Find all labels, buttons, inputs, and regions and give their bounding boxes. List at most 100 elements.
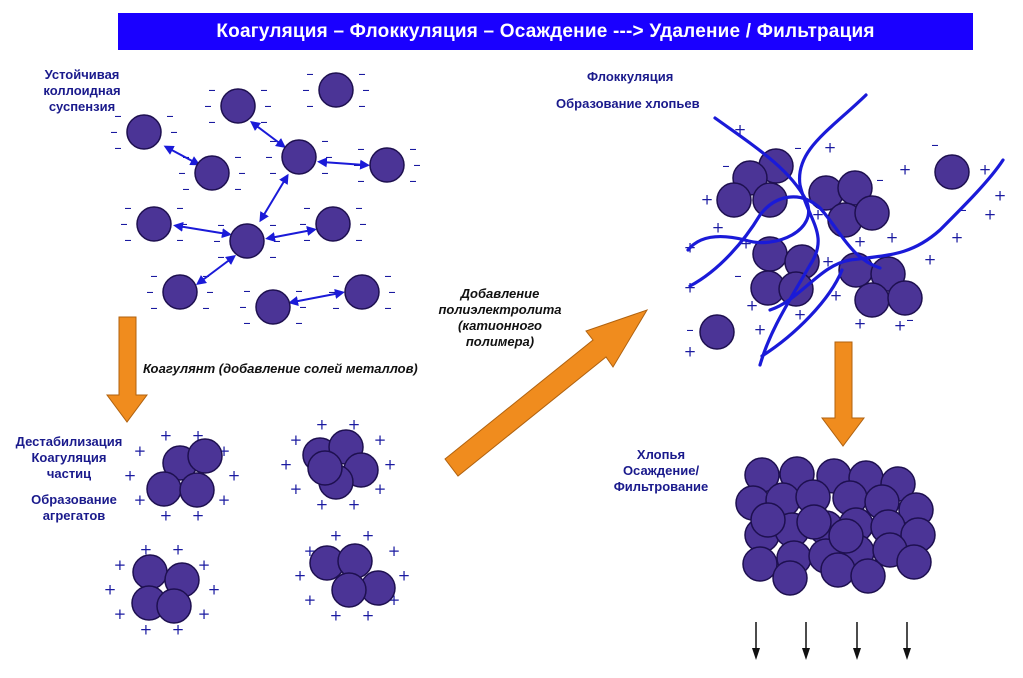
positive-charge: + xyxy=(684,343,697,361)
destabilization-line2: Коагуляция xyxy=(31,450,107,465)
floc-settling-line3: Фильтрование xyxy=(613,479,709,494)
negative-charge: – xyxy=(166,139,174,157)
positive-charge: + xyxy=(290,431,303,449)
negative-charge: – xyxy=(182,180,190,198)
negative-charge: – xyxy=(722,157,730,175)
negative-charge: – xyxy=(208,113,216,131)
negative-charge: – xyxy=(269,164,277,182)
positive-charge: + xyxy=(374,431,387,449)
particle xyxy=(187,438,223,474)
negative-charge: – xyxy=(243,282,251,300)
particles-layer xyxy=(126,72,970,624)
positive-charge: + xyxy=(172,541,185,559)
negative-charge: – xyxy=(306,65,314,83)
repulsion-arrows xyxy=(163,121,370,306)
negative-charge: – xyxy=(409,172,417,190)
positive-charge: + xyxy=(228,467,241,485)
positive-charge: + xyxy=(388,542,401,560)
positive-charge: + xyxy=(754,321,767,339)
particle xyxy=(162,274,198,310)
negative-charge: – xyxy=(359,215,367,233)
particle xyxy=(344,274,380,310)
negative-charge: – xyxy=(202,299,210,317)
positive-charge: + xyxy=(172,620,185,638)
negative-charge: – xyxy=(299,215,307,233)
particle xyxy=(318,72,354,108)
positive-charge: + xyxy=(794,306,807,324)
positive-charge: + xyxy=(886,229,899,247)
positive-charge: + xyxy=(294,567,307,585)
floc-settling-label: Хлопья Осаждение/ Фильтрование xyxy=(600,447,722,495)
positive-charge: + xyxy=(330,527,343,545)
particle xyxy=(331,572,367,608)
particle xyxy=(255,289,291,325)
particle xyxy=(854,282,890,318)
particle xyxy=(146,471,182,507)
repulsion-arrow xyxy=(317,157,370,170)
negative-charge: – xyxy=(306,97,314,115)
negative-charge: – xyxy=(959,201,967,219)
negative-charge: – xyxy=(332,299,340,317)
particle xyxy=(156,588,192,624)
particle xyxy=(716,182,752,218)
particle xyxy=(750,502,786,538)
positive-charge: + xyxy=(894,317,907,335)
negative-charge: – xyxy=(243,314,251,332)
positive-charge: + xyxy=(290,480,303,498)
particle xyxy=(132,554,168,590)
negative-charge: – xyxy=(357,172,365,190)
negative-charge: – xyxy=(794,139,802,157)
positive-charge: + xyxy=(114,605,127,623)
positive-charge: + xyxy=(160,427,173,445)
floc-formation-label: Образование хлопьев xyxy=(556,96,700,111)
aggregates-line2: агрегатов xyxy=(42,508,106,523)
polymer-chain xyxy=(768,158,1005,312)
negative-charge: – xyxy=(206,283,214,301)
positive-charge: + xyxy=(362,606,375,624)
particle xyxy=(126,114,162,150)
settling-arrow xyxy=(821,341,865,447)
process-arrows xyxy=(106,309,865,477)
coagulant-label: Коагулянт (добавление солей металлов) xyxy=(143,361,418,376)
positive-charge: + xyxy=(114,556,127,574)
particle xyxy=(850,558,886,594)
positive-charge: + xyxy=(374,480,387,498)
positive-charge: + xyxy=(701,191,714,209)
diagram-title: Коагуляция – Флоккуляция – Осаждение ---… xyxy=(216,20,875,42)
positive-charge: + xyxy=(208,581,221,599)
negative-charge: – xyxy=(384,267,392,285)
positive-charge: + xyxy=(348,495,361,513)
stable-suspension-line3: суспензия xyxy=(48,99,116,114)
destabilization-line3: частиц xyxy=(46,466,92,481)
repulsion-arrow xyxy=(265,226,317,242)
polymer-chain xyxy=(688,195,882,288)
negative-charge: – xyxy=(213,232,221,250)
down-arrow-head xyxy=(802,648,810,660)
particle xyxy=(934,154,970,190)
coagulant-arrow xyxy=(106,316,148,423)
stable-suspension-line2: коллоидная xyxy=(43,83,121,98)
negative-charge: – xyxy=(239,298,247,316)
negative-charge: – xyxy=(260,113,268,131)
negative-charge: – xyxy=(321,132,329,150)
polymer-chains xyxy=(686,93,1005,367)
negative-charge: – xyxy=(325,148,333,166)
negative-charge: – xyxy=(302,81,310,99)
positive-charge: + xyxy=(984,206,997,224)
stable-suspension-line1: Устойчивая xyxy=(44,67,120,82)
positive-charge: + xyxy=(304,591,317,609)
polymer-chain xyxy=(758,93,868,367)
particle xyxy=(281,139,317,175)
negative-charge: – xyxy=(176,199,184,217)
positive-charge: + xyxy=(134,491,147,509)
floc-settling-line1: Хлопья xyxy=(636,447,686,462)
polymer-chain xyxy=(686,116,811,252)
particle xyxy=(307,450,343,486)
title-banner: Коагуляция – Флоккуляция – Осаждение ---… xyxy=(118,13,973,50)
particle xyxy=(136,206,172,242)
positive-charge: + xyxy=(280,456,293,474)
particle xyxy=(369,147,405,183)
particle xyxy=(179,472,215,508)
negative-charge: – xyxy=(876,171,884,189)
